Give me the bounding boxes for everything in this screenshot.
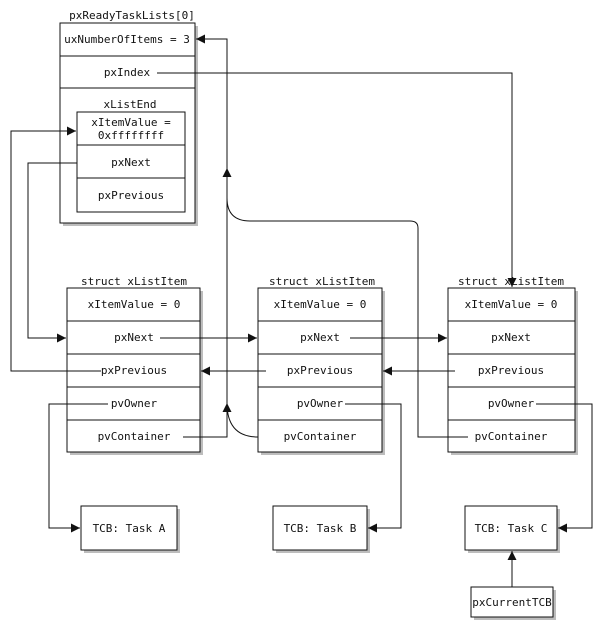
item-container: pvContainer [98, 430, 171, 443]
list-end-previous: pxPrevious [98, 189, 164, 202]
ux-number-of-items: uxNumberOfItems = 3 [64, 33, 190, 46]
item-owner: pvOwner [488, 397, 535, 410]
tcb-label: TCB: Task A [93, 522, 166, 535]
list-item-box [66, 287, 201, 453]
item-previous: pxPrevious [478, 364, 544, 377]
list-item-title: struct xListItem [269, 275, 375, 288]
list-item-box [257, 287, 383, 453]
item-next: pxNext [300, 331, 340, 344]
tcb-task-c: TCB: Task C [464, 505, 560, 553]
list-end-next-arrow [27, 162, 77, 343]
current-tcb-pointer: pxCurrentTCB [470, 586, 556, 620]
list-item-c: struct xListItem xItemValue = 0 pxNext p… [447, 275, 578, 455]
list-item-title: struct xListItem [81, 275, 187, 288]
item-a-owner-arrow [48, 403, 108, 533]
list-item-box [447, 287, 576, 453]
item-next: pxNext [114, 331, 154, 344]
list-item-b: struct xListItem xItemValue = 0 pxNext p… [257, 275, 385, 455]
tcb-label: TCB: Task C [475, 522, 548, 535]
item-value: xItemValue = 0 [88, 298, 181, 311]
item-c-owner-arrow [536, 403, 593, 533]
list-item-a: struct xListItem xItemValue = 0 pxNext p… [66, 275, 203, 455]
list-end-next: pxNext [111, 156, 151, 169]
list-end-box [76, 111, 186, 213]
tcb-task-a: TCB: Task A [80, 505, 180, 553]
item-a-previous-arrow [10, 126, 101, 372]
px-index-arrow [157, 72, 517, 287]
item-owner: pvOwner [297, 397, 344, 410]
px-index: pxIndex [104, 66, 151, 79]
item-b-owner-arrow [345, 403, 402, 533]
item-value: xItemValue = 0 [274, 298, 367, 311]
list-title: pxReadyTaskLists[0] [69, 9, 195, 22]
list-end-value-line1: xItemValue = [91, 116, 171, 129]
tcb-label: TCB: Task B [284, 522, 357, 535]
current-tcb-label: pxCurrentTCB [472, 596, 552, 609]
ready-task-list: pxReadyTaskLists[0] uxNumberOfItems = 3 … [59, 9, 198, 226]
item-a-container-arrow [183, 34, 228, 438]
item-container: pvContainer [284, 430, 357, 443]
list-end-value-line2: 0xffffffff [98, 129, 164, 142]
list-end-title: xListEnd [104, 98, 157, 111]
item-owner: pvOwner [111, 397, 158, 410]
item-previous: pxPrevious [101, 364, 167, 377]
item-previous: pxPrevious [287, 364, 353, 377]
item-container: pvContainer [475, 430, 548, 443]
item-value: xItemValue = 0 [465, 298, 558, 311]
tcb-task-b: TCB: Task B [272, 505, 370, 553]
connectors [10, 34, 593, 587]
list-item-title: struct xListItem [458, 275, 564, 288]
item-b-container-arrow [222, 402, 259, 438]
item-c-container-arrow [222, 168, 468, 438]
item-next: pxNext [491, 331, 531, 344]
